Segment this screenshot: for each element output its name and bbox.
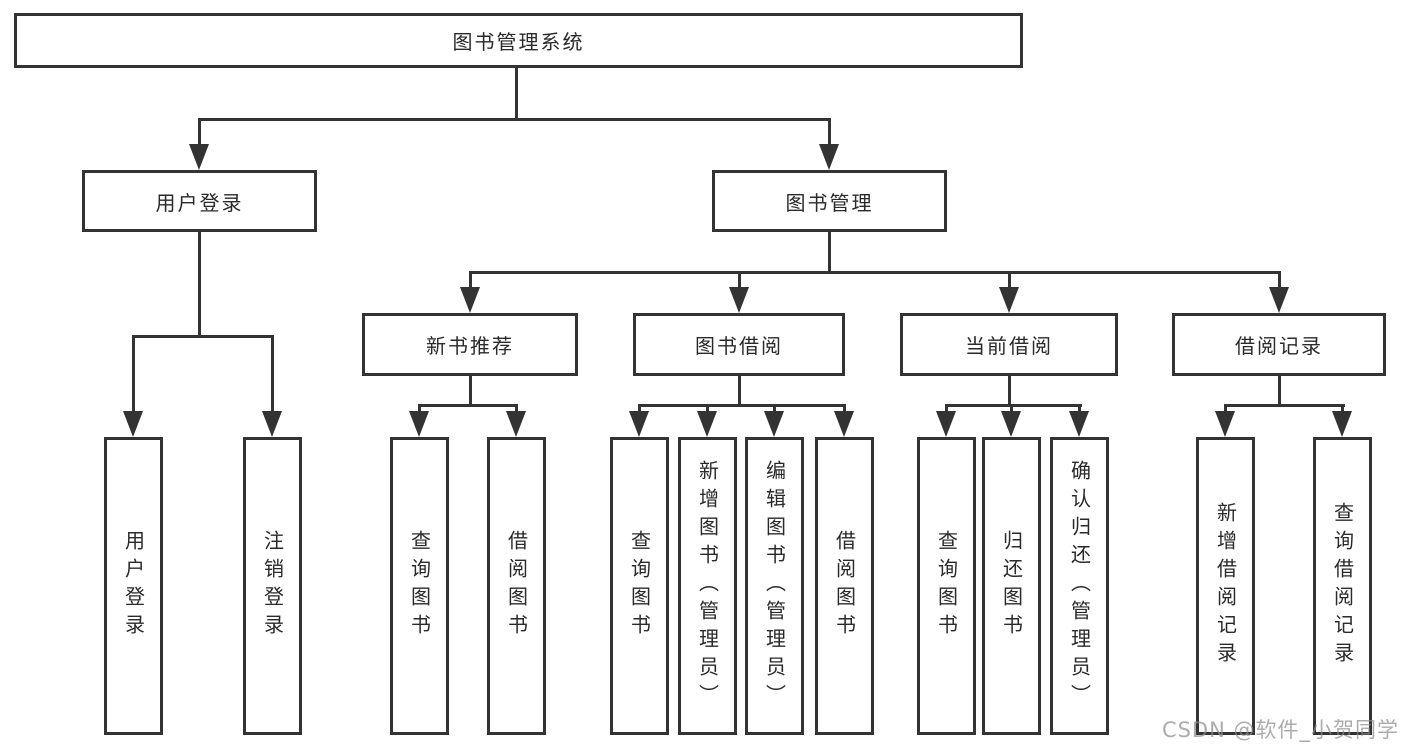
node-cb-return-books-label: 归还图书 xyxy=(999,530,1024,642)
node-nbr-query-books: 查询图书 xyxy=(390,437,449,735)
node-br-query-record: 查询借阅记录 xyxy=(1313,437,1372,735)
connector-nbr-hbar xyxy=(418,404,518,407)
connector-br-hbar xyxy=(1224,404,1345,407)
connector-br-trunk xyxy=(1278,376,1281,407)
connector-cb-hbar xyxy=(945,404,1082,407)
connector-drop-bb-edit xyxy=(773,404,776,414)
node-bb-add-books-admin: 新增图书（管理员） xyxy=(678,437,737,735)
connector-root-hbar xyxy=(198,118,830,121)
node-cb-return-books: 归还图书 xyxy=(982,437,1041,735)
node-user-login-leaf-label: 用户登录 xyxy=(121,530,146,642)
node-bb-query-books: 查询图书 xyxy=(610,437,669,735)
node-book-borrowing: 图书借阅 xyxy=(633,313,845,376)
connector-drop-cb-return xyxy=(1010,404,1013,414)
connector-drop-bb-add xyxy=(706,404,709,414)
arrowhead-br-add xyxy=(1215,411,1235,437)
node-bb-edit-books-admin-label: 编辑图书（管理员） xyxy=(762,460,787,712)
watermark: CSDN @软件_小贺同学 xyxy=(1161,718,1399,742)
node-book-management: 图书管理 xyxy=(712,170,947,232)
connector-nbr-trunk xyxy=(469,376,472,407)
connector-user-login-trunk xyxy=(198,232,201,335)
node-cb-query-books: 查询图书 xyxy=(917,437,976,735)
arrowhead-nbr-query xyxy=(409,411,429,437)
arrowhead-login-leaf xyxy=(123,411,143,437)
arrowhead-logout-leaf xyxy=(262,411,282,437)
arrowhead-cb-query xyxy=(936,411,956,437)
arrowhead-bb-query xyxy=(629,411,649,437)
connector-drop-login-leaf xyxy=(132,335,135,413)
connector-drop-book-management xyxy=(828,118,831,146)
node-br-add-record-label: 新增借阅记录 xyxy=(1213,502,1238,670)
node-bb-edit-books-admin: 编辑图书（管理员） xyxy=(745,437,804,735)
node-br-add-record: 新增借阅记录 xyxy=(1196,437,1255,735)
node-new-book-recommend-label: 新书推荐 xyxy=(426,334,514,358)
arrowhead-book-borrowing xyxy=(729,287,749,313)
node-cb-confirm-return-admin: 确认归还（管理员） xyxy=(1050,437,1109,735)
connector-drop-bb-query xyxy=(638,404,641,414)
node-bb-borrow-books-label: 借阅图书 xyxy=(832,530,857,642)
node-cb-confirm-return-admin-label: 确认归还（管理员） xyxy=(1067,460,1092,712)
connector-drop-br-add xyxy=(1224,404,1227,414)
arrowhead-cb-confirm xyxy=(1069,411,1089,437)
connector-book-mgmt-hbar xyxy=(469,271,1280,274)
connector-drop-cb-query xyxy=(945,404,948,414)
connector-bb-hbar xyxy=(638,404,846,407)
node-user-login-label: 用户登录 xyxy=(155,190,244,215)
node-user-login-leaf: 用户登录 xyxy=(104,437,163,735)
arrowhead-current-borrowing xyxy=(999,287,1019,313)
node-logout-leaf: 注销登录 xyxy=(243,437,302,735)
node-cb-query-books-label: 查询图书 xyxy=(934,530,959,642)
connector-book-mgmt-trunk xyxy=(828,232,831,273)
arrowhead-nbr-borrow xyxy=(506,411,526,437)
connector-drop-cb-confirm xyxy=(1078,404,1081,414)
connector-drop-book-borrowing xyxy=(738,271,741,289)
arrowhead-br-query xyxy=(1332,411,1352,437)
node-current-borrowing: 当前借阅 xyxy=(900,313,1118,376)
node-br-query-record-label: 查询借阅记录 xyxy=(1330,502,1355,670)
connector-root-trunk xyxy=(515,68,518,118)
arrowhead-new-book-recommend xyxy=(460,287,480,313)
node-bb-add-books-admin-label: 新增图书（管理员） xyxy=(695,460,720,712)
node-book-management-system: 图书管理系统 xyxy=(14,13,1023,68)
node-new-book-recommend: 新书推荐 xyxy=(362,313,578,376)
arrowhead-bb-add xyxy=(697,411,717,437)
connector-bb-trunk xyxy=(738,376,741,407)
node-nbr-borrow-books-label: 借阅图书 xyxy=(504,530,529,642)
connector-drop-borrowing-records xyxy=(1278,271,1281,289)
node-book-management-system-label: 图书管理系统 xyxy=(452,30,585,54)
node-book-management-label: 图书管理 xyxy=(785,190,874,215)
connector-cb-trunk xyxy=(1008,376,1011,407)
connector-drop-logout-leaf xyxy=(271,335,274,413)
node-bb-borrow-books: 借阅图书 xyxy=(815,437,874,735)
node-bb-query-books-label: 查询图书 xyxy=(627,530,652,642)
connector-user-login-hbar xyxy=(132,335,273,338)
connector-drop-user-login xyxy=(198,118,201,146)
node-current-borrowing-label: 当前借阅 xyxy=(965,334,1053,358)
arrowhead-bb-edit xyxy=(764,411,784,437)
node-logout-leaf-label: 注销登录 xyxy=(260,530,285,642)
node-borrowing-records-label: 借阅记录 xyxy=(1235,334,1323,358)
connector-drop-current-borrowing xyxy=(1008,271,1011,289)
arrowhead-borrowing-records xyxy=(1269,287,1289,313)
connector-drop-nbr-query xyxy=(418,404,421,414)
arrowhead-bb-borrow xyxy=(834,411,854,437)
node-user-login: 用户登录 xyxy=(82,170,317,232)
arrowhead-book-management xyxy=(819,144,839,170)
connector-drop-br-query xyxy=(1341,404,1344,414)
node-nbr-query-books-label: 查询图书 xyxy=(407,530,432,642)
node-book-borrowing-label: 图书借阅 xyxy=(695,334,783,358)
connector-drop-new-book-recommend xyxy=(469,271,472,289)
connector-drop-nbr-borrow xyxy=(515,404,518,414)
node-borrowing-records: 借阅记录 xyxy=(1172,313,1386,376)
node-nbr-borrow-books: 借阅图书 xyxy=(487,437,546,735)
arrowhead-cb-return xyxy=(1001,411,1021,437)
arrowhead-user-login xyxy=(189,144,209,170)
connector-drop-bb-borrow xyxy=(843,404,846,414)
